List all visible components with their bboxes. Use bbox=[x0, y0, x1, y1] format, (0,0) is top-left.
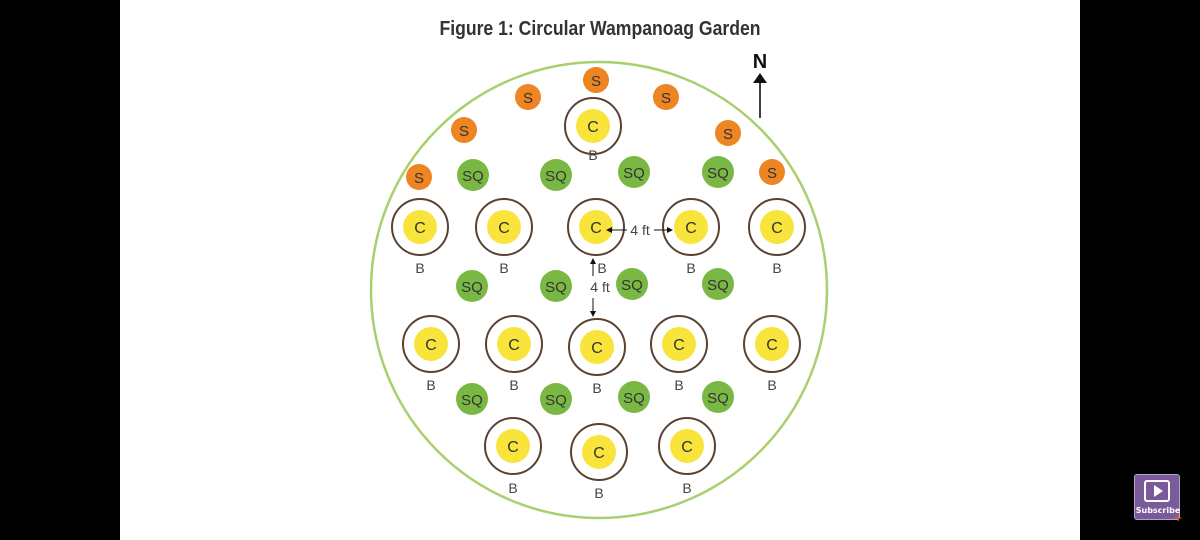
spacing-v-arrow-top bbox=[590, 258, 596, 264]
corn-label: C bbox=[681, 439, 693, 456]
corn-label: C bbox=[587, 119, 599, 136]
bean-label: B bbox=[686, 260, 695, 276]
sq-marker bbox=[540, 159, 572, 191]
bean-label: B bbox=[509, 377, 518, 393]
corn-marker bbox=[403, 210, 437, 244]
squash-marker bbox=[715, 120, 741, 146]
squash-marker bbox=[515, 84, 541, 110]
spacing-h-label: 4 ft bbox=[630, 222, 650, 238]
squash-label: S bbox=[459, 123, 469, 140]
bean-label: B bbox=[499, 260, 508, 276]
corn-label: C bbox=[685, 220, 697, 237]
corn-label: C bbox=[425, 337, 437, 354]
corn-marker bbox=[674, 210, 708, 244]
bean-label: B bbox=[674, 377, 683, 393]
bean-label: B bbox=[594, 485, 603, 501]
corn-marker bbox=[487, 210, 521, 244]
squash-label: S bbox=[661, 90, 671, 107]
sq-marker bbox=[457, 159, 489, 191]
corn-label: C bbox=[591, 340, 603, 357]
corn-marker bbox=[414, 327, 448, 361]
spacing-horizontal: 4 ft bbox=[606, 222, 673, 238]
sq-label: SQ bbox=[461, 279, 483, 296]
corn-label: C bbox=[771, 220, 783, 237]
spacing-v-arrow-bottom bbox=[590, 311, 596, 317]
corn-label: C bbox=[766, 337, 778, 354]
figure-title: Figure 1: Circular Wampanoag Garden bbox=[439, 18, 761, 40]
sq-marker bbox=[702, 381, 734, 413]
sq-label: SQ bbox=[621, 277, 643, 294]
corn-label: C bbox=[590, 220, 602, 237]
subscribe-plus-icon: + bbox=[1174, 513, 1183, 524]
corn-marker bbox=[580, 330, 614, 364]
sq-label: SQ bbox=[707, 277, 729, 294]
bean-label: B bbox=[682, 480, 691, 496]
sq-label: SQ bbox=[545, 279, 567, 296]
corn-marker bbox=[579, 210, 613, 244]
squash-marker bbox=[653, 84, 679, 110]
sq-marker bbox=[456, 270, 488, 302]
corn-label: C bbox=[414, 220, 426, 237]
subscribe-button[interactable]: Subscribe + bbox=[1134, 474, 1182, 524]
bean-label: B bbox=[415, 260, 424, 276]
sq-label: SQ bbox=[545, 168, 567, 185]
squash-label: S bbox=[591, 73, 601, 90]
north-label: N bbox=[753, 51, 767, 73]
corn-label: C bbox=[508, 337, 520, 354]
sq-label: SQ bbox=[461, 392, 483, 409]
north-arrow: N bbox=[753, 51, 767, 118]
squash-marker bbox=[759, 159, 785, 185]
spacing-h-arrow-left bbox=[606, 227, 612, 233]
squash-marker bbox=[406, 164, 432, 190]
spacing-vertical: 4 ft bbox=[590, 258, 610, 317]
sq-marker bbox=[618, 381, 650, 413]
sq-label: SQ bbox=[623, 165, 645, 182]
corn-marker bbox=[662, 327, 696, 361]
subscribe-label: Subscribe bbox=[1135, 506, 1181, 515]
sq-label: SQ bbox=[707, 390, 729, 407]
spacing-h-arrow-right bbox=[667, 227, 673, 233]
spacing-v-label: 4 ft bbox=[590, 279, 610, 295]
sq-marker bbox=[616, 268, 648, 300]
squash-marker bbox=[451, 117, 477, 143]
squash-label: S bbox=[523, 90, 533, 107]
bean-label: B bbox=[508, 480, 517, 496]
sq-marker bbox=[456, 383, 488, 415]
north-arrow-head bbox=[753, 73, 767, 83]
squash-label: S bbox=[767, 165, 777, 182]
sq-marker bbox=[618, 156, 650, 188]
bean-label: B bbox=[767, 377, 776, 393]
play-icon bbox=[1144, 480, 1170, 502]
corn-label: C bbox=[673, 337, 685, 354]
sq-marker bbox=[540, 270, 572, 302]
sq-marker bbox=[540, 383, 572, 415]
sq-marker bbox=[702, 268, 734, 300]
corn-marker bbox=[760, 210, 794, 244]
corn-marker bbox=[496, 429, 530, 463]
corn-marker bbox=[576, 109, 610, 143]
sq-marker bbox=[702, 156, 734, 188]
corn-marker bbox=[582, 435, 616, 469]
sq-label: SQ bbox=[462, 168, 484, 185]
bean-label: B bbox=[588, 147, 597, 163]
garden-border bbox=[369, 60, 829, 520]
corn-marker bbox=[497, 327, 531, 361]
corn-marker bbox=[670, 429, 704, 463]
bean-label: B bbox=[772, 260, 781, 276]
squash-label: S bbox=[723, 126, 733, 143]
sq-label: SQ bbox=[707, 165, 729, 182]
bean-label: B bbox=[426, 377, 435, 393]
sq-label: SQ bbox=[545, 392, 567, 409]
corn-label: C bbox=[498, 220, 510, 237]
bean-label: B bbox=[592, 380, 601, 396]
corn-label: C bbox=[593, 445, 605, 462]
sq-label: SQ bbox=[623, 390, 645, 407]
squash-marker bbox=[583, 67, 609, 93]
corn-label: C bbox=[507, 439, 519, 456]
squash-label: S bbox=[414, 170, 424, 187]
bean-label: B bbox=[597, 260, 606, 276]
corn-marker bbox=[755, 327, 789, 361]
